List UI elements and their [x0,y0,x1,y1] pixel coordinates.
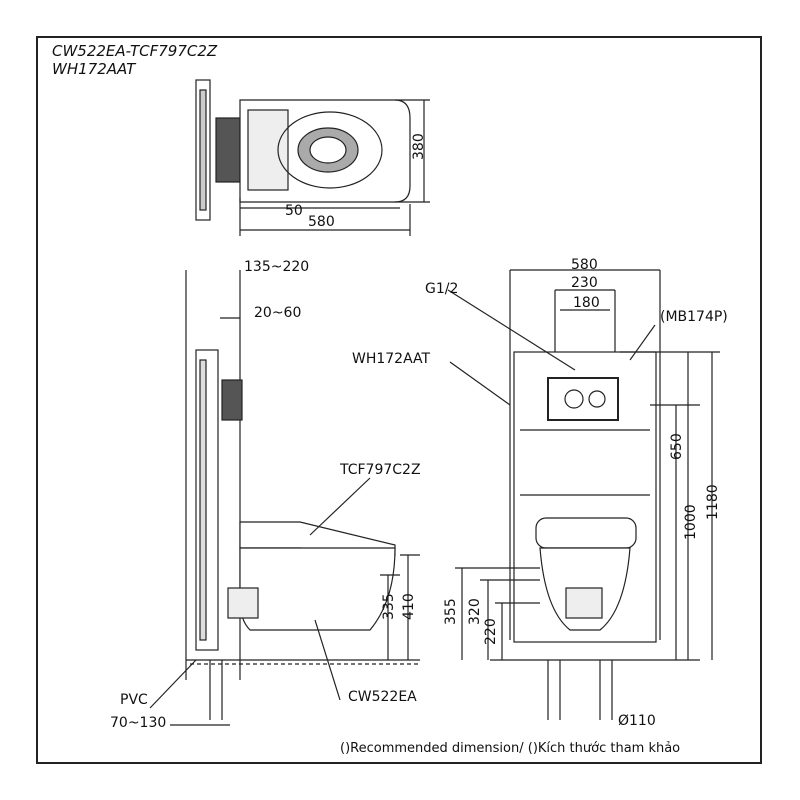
dim-320: 320 [467,598,483,625]
drawing-frame [36,36,762,764]
front-view [447,269,720,720]
dim-580-front: 580 [571,257,598,273]
label-pvc: PVC [120,692,148,708]
label-plate: (MB174P) [660,309,728,325]
dim-650: 650 [669,433,685,460]
dim-410: 410 [401,593,417,620]
label-frame: WH172AAT [352,351,431,367]
dim-335: 335 [381,593,397,620]
top-view [195,79,430,236]
dim-top-length: 580 [308,214,335,230]
dim-top-width: 380 [411,133,427,160]
dim-1180: 1180 [705,484,721,520]
dim-220: 220 [483,618,499,645]
dim-1000: 1000 [683,504,699,540]
label-bowl: CW522EA [348,689,417,705]
dim-depth-range: 135~220 [244,259,310,275]
label-g12: G1/2 [425,281,459,297]
title-line-1: CW522EA-TCF797C2Z [52,42,218,60]
footnote: ()Recommended dimension/ ()Kích thước th… [340,741,681,756]
dim-230-front: 230 [571,275,598,291]
dim-pvc-range: 70~130 [110,715,167,731]
dim-top-offset: 50 [285,203,303,219]
title-line-2: WH172AAT [52,60,136,78]
side-view [149,270,420,726]
dim-355: 355 [443,598,459,625]
dim-frame-range: 20~60 [254,305,302,321]
dim-180-front: 180 [573,295,600,311]
dim-pipe-diameter: Ø110 [618,713,656,729]
label-seat: TCF797C2Z [340,462,421,478]
